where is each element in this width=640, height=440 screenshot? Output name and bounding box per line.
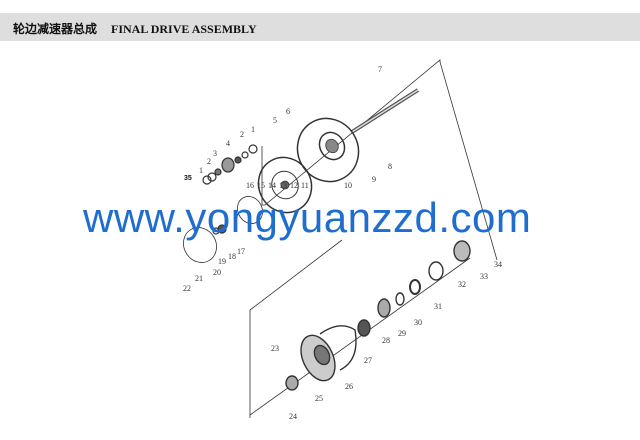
part-label-16: 16 [246,181,254,190]
part-label-9: 9 [372,175,376,184]
part-label-11: 11 [301,181,309,190]
header-bar: 轮边减速器总成 FINAL DRIVE ASSEMBLY [0,13,640,41]
end-cover [183,227,217,263]
part-label-34: 34 [494,260,502,269]
part-label-5: 5 [273,116,277,125]
part-label-14: 14 [268,181,276,190]
part-label-25: 25 [315,394,323,403]
part-label-2: 2 [207,157,211,166]
part-label-4: 4 [226,139,230,148]
part-label-8: 8 [388,162,392,171]
part-label-15: 15 [257,181,265,190]
part-label-12: 12 [290,181,298,190]
watermark-text: www.yongyuanzzd.com [83,194,532,241]
part-label-22: 22 [183,284,191,293]
part-label-21: 21 [195,274,203,283]
o-ring [237,196,263,224]
part-label-31: 31 [434,302,442,311]
part-label-28: 28 [382,336,390,345]
part-label-24: 24 [289,412,297,421]
part-label-20: 20 [213,268,221,277]
part-label-33: 33 [480,272,488,281]
part-label-2: 2 [240,130,244,139]
wheel-hub [296,117,360,183]
part-label-10: 10 [344,181,352,190]
part-label-27: 27 [364,356,372,365]
title-english: FINAL DRIVE ASSEMBLY [111,22,257,36]
part-label-29: 29 [398,329,406,338]
part-label-23: 23 [271,344,279,353]
lower-plane-outline [249,239,343,418]
lower-axis [249,257,471,416]
part-label-13: 13 [279,181,287,190]
part-label-3: 3 [213,149,217,158]
sun-gear-parts [202,144,258,235]
title-chinese: 轮边减速器总成 [13,22,98,36]
lower-assembly-parts [285,240,471,391]
part-label-32: 32 [458,280,466,289]
page-title: 轮边减速器总成 FINAL DRIVE ASSEMBLY [13,20,257,37]
part-label-6: 6 [286,107,290,116]
part-label-18: 18 [228,252,236,261]
part-label-7: 7 [378,65,382,74]
part-label-1: 1 [199,166,203,175]
part-label-26: 26 [345,382,353,391]
planet-carrier [257,156,313,214]
part-label-35: 35 [184,175,192,182]
part-labels: 1234213556789101112131415161718192021222… [183,65,502,421]
part-label-17: 17 [237,247,245,256]
part-label-30: 30 [414,318,422,327]
axle-shaft-highlight [351,89,419,133]
part-label-1: 1 [251,125,255,134]
part-label-19: 19 [218,257,226,266]
